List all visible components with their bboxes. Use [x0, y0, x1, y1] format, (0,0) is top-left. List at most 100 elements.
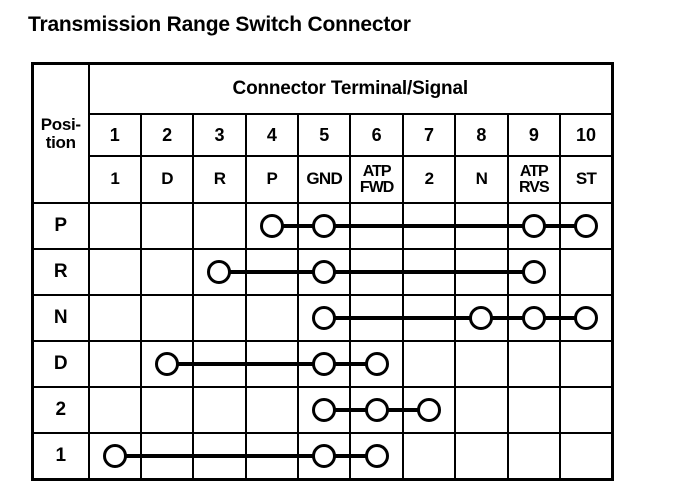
cell-2-1 [87, 386, 142, 434]
connector-wire [401, 316, 457, 320]
cell-N-10 [559, 294, 614, 342]
continuity-node [573, 214, 598, 238]
signal-label-line1: 2 [424, 169, 434, 189]
position-header: Posi- tion [31, 62, 90, 204]
position-label-D: D [31, 340, 90, 388]
connector-wire [349, 270, 404, 274]
terminal-number-4: 4 [244, 113, 300, 157]
cell-N-7 [401, 294, 457, 342]
connector-wire [139, 454, 195, 458]
connector-wire [219, 270, 247, 274]
signal-label-line1: R [213, 169, 226, 189]
connector-wire [244, 362, 300, 366]
cell-D-5 [297, 340, 352, 388]
signal-label-10: ST [559, 155, 614, 204]
signal-label-line1: D [161, 169, 173, 189]
cell-1-10 [559, 432, 614, 481]
connector-wire [454, 270, 509, 274]
signal-label-line2: FWD [359, 178, 394, 196]
position-header-line2: tion [45, 132, 76, 152]
continuity-node [469, 306, 494, 330]
cell-N-5 [297, 294, 352, 342]
cell-1-4 [244, 432, 300, 481]
connector-wire [244, 454, 300, 458]
signal-label-2: D [139, 155, 195, 204]
cell-R-2 [139, 248, 195, 296]
cell-D-4 [244, 340, 300, 388]
position-label-P: P [31, 202, 90, 250]
connector-wire [244, 270, 300, 274]
cell-R-7 [401, 248, 457, 296]
cell-1-5 [297, 432, 352, 481]
cell-2-5 [297, 386, 352, 434]
signal-label-line1: GND [306, 169, 343, 189]
position-label-1: 1 [31, 432, 90, 481]
cell-1-2 [139, 432, 195, 481]
connector-terminal-signal-banner: Connector Terminal/Signal [87, 62, 614, 115]
signal-label-line1: ST [575, 169, 597, 189]
terminal-number-8: 8 [454, 113, 509, 157]
cell-2-3 [192, 386, 247, 434]
position-label-R: R [31, 248, 90, 296]
terminal-number-2: 2 [139, 113, 195, 157]
cell-P-2 [139, 202, 195, 250]
cell-P-4 [244, 202, 300, 250]
cell-R-10 [559, 248, 614, 296]
signal-label-line1: ATP [519, 162, 549, 180]
continuity-node [364, 444, 389, 468]
connector-wire [167, 362, 195, 366]
connector-wire [271, 224, 300, 228]
cell-D-10 [559, 340, 614, 388]
connector-wire [401, 270, 457, 274]
signal-label-3: R [192, 155, 247, 204]
connector-wire [349, 362, 377, 366]
table-row: P [31, 202, 614, 250]
signal-label-5: GND [297, 155, 352, 204]
continuity-node [312, 352, 337, 376]
connector-wire [114, 454, 142, 458]
signal-label-8: N [454, 155, 509, 204]
continuity-node [521, 260, 546, 284]
cell-R-3 [192, 248, 247, 296]
cell-2-9 [506, 386, 562, 434]
cell-N-3 [192, 294, 247, 342]
cell-P-10 [559, 202, 614, 250]
terminal-number-9: 9 [506, 113, 562, 157]
continuity-node [102, 444, 127, 468]
signal-label-4: P [244, 155, 300, 204]
table-row: D [31, 340, 614, 388]
connector-wire [349, 316, 404, 320]
cell-P-3 [192, 202, 247, 250]
terminal-number-7: 7 [401, 113, 457, 157]
table-row: R [31, 248, 614, 296]
terminal-number-10: 10 [559, 113, 614, 157]
cell-N-1 [87, 294, 142, 342]
signal-label-line1: ATP [362, 162, 392, 180]
cell-2-2 [139, 386, 195, 434]
continuity-node [573, 306, 598, 330]
continuity-node [207, 260, 232, 284]
connector-wire [349, 224, 404, 228]
cell-N-6 [349, 294, 404, 342]
cell-D-8 [454, 340, 509, 388]
terminal-number-5: 5 [297, 113, 352, 157]
cell-P-5 [297, 202, 352, 250]
table-row: 2 [31, 386, 614, 434]
cell-R-6 [349, 248, 404, 296]
continuity-node [521, 214, 546, 238]
cell-D-3 [192, 340, 247, 388]
cell-2-8 [454, 386, 509, 434]
continuity-node [521, 306, 546, 330]
cell-N-9 [506, 294, 562, 342]
cell-1-1 [87, 432, 142, 481]
table-row: N [31, 294, 614, 342]
cell-R-1 [87, 248, 142, 296]
cell-P-1 [87, 202, 142, 250]
signal-label-line1: 1 [110, 169, 120, 189]
position-label-2: 2 [31, 386, 90, 434]
